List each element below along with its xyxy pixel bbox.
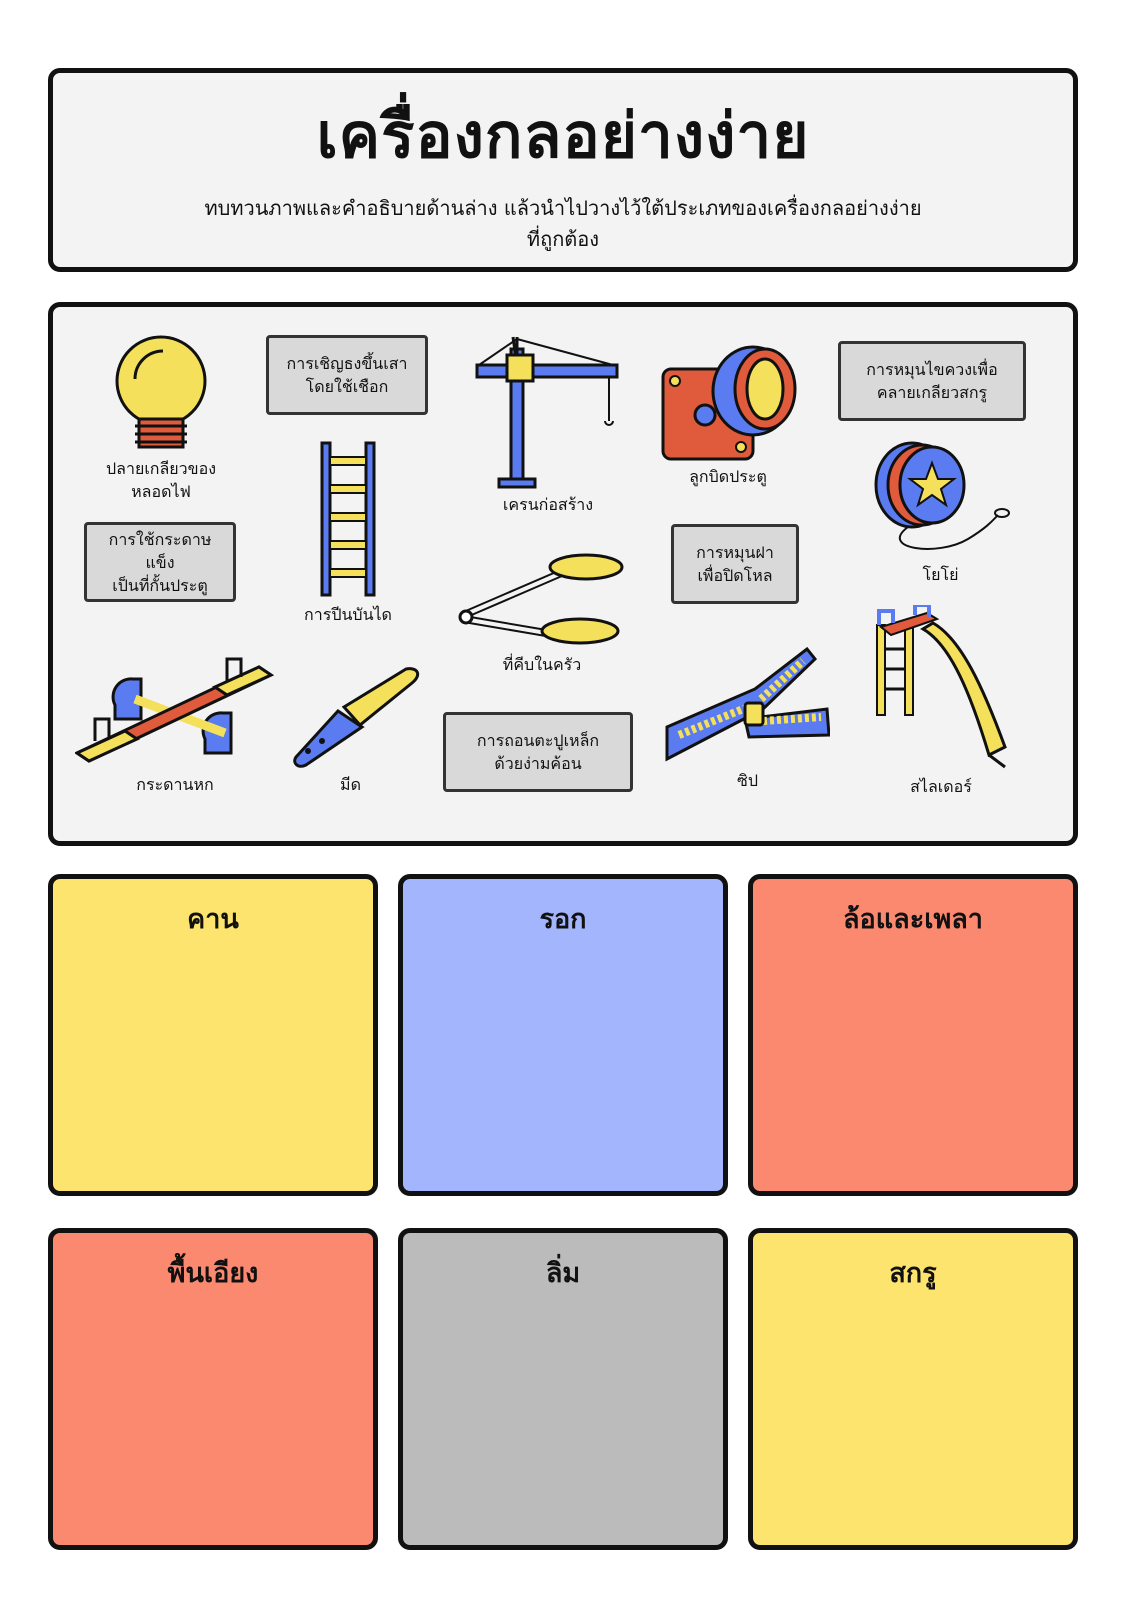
item-label: ที่คีบในครัว xyxy=(502,655,582,674)
header-panel: เครื่องกลอย่างง่าย ทบทวนภาพและคำอธิบายด้… xyxy=(48,68,1078,272)
ladder-icon xyxy=(320,441,376,597)
card-text: การถอนตะปูเหล็ก ด้วยง่ามค้อน xyxy=(476,731,600,773)
category-wheel-axle[interactable]: ล้อและเพลา xyxy=(748,874,1078,1196)
category-title: สกรู xyxy=(889,1258,937,1289)
items-panel: ปลายเกลียวของ หลอดไฟ การเชิญธงขึ้นเสา โด… xyxy=(48,302,1078,846)
category-title: ล้อและเพลา xyxy=(843,904,983,935)
tongs-icon xyxy=(458,553,624,645)
page-title: เครื่องกลอย่างง่าย xyxy=(316,99,810,172)
category-title: ลิ่ม xyxy=(545,1258,581,1289)
category-title: รอก xyxy=(539,904,587,935)
card-text: การเชิญธงขึ้นเสา โดยใช้เชือก xyxy=(286,354,408,396)
card-cardboard[interactable]: การใช้กระดาษแข็ง เป็นที่กั้นประตู xyxy=(84,522,236,602)
item-label: ปลายเกลียวของ หลอดไฟ xyxy=(106,459,216,501)
card-text: การหมุนไขควงเพื่อ คลายเกลียวสกรู xyxy=(866,360,998,402)
item-label: โยโย่ xyxy=(922,565,959,584)
item-crane[interactable]: เครนก่อสร้าง xyxy=(473,329,623,516)
item-label: ซิป xyxy=(736,771,758,790)
item-yoyo[interactable]: โยโย่ xyxy=(868,439,1013,586)
item-label: สไลเดอร์ xyxy=(910,777,972,796)
item-bulb[interactable]: ปลายเกลียวของ หลอดไฟ xyxy=(101,333,221,503)
item-label: มีด xyxy=(340,775,361,794)
doorknob-icon xyxy=(661,345,797,461)
item-seesaw[interactable]: กระดานหก xyxy=(75,629,275,796)
item-label: เครนก่อสร้าง xyxy=(502,495,594,514)
item-label: กระดานหก xyxy=(136,775,214,794)
card-flag[interactable]: การเชิญธงขึ้นเสา โดยใช้เชือก xyxy=(266,335,428,415)
category-title: พื้นเอียง xyxy=(167,1258,259,1289)
card-screwdriver[interactable]: การหมุนไขควงเพื่อ คลายเกลียวสกรู xyxy=(838,341,1026,421)
item-knife[interactable]: มีด xyxy=(278,665,423,796)
item-ladder[interactable]: การปีนบันได xyxy=(293,439,403,626)
card-text: การหมุนฝา เพื่อปิดโหล xyxy=(696,543,774,585)
category-title: คาน xyxy=(187,904,239,935)
item-tongs[interactable]: ที่คีบในครัว xyxy=(456,553,628,676)
zipper-icon xyxy=(665,647,830,762)
card-text: การใช้กระดาษแข็ง เป็นที่กั้นประตู xyxy=(108,529,212,595)
category-lever[interactable]: คาน xyxy=(48,874,378,1196)
item-slide[interactable]: สไลเดอร์ xyxy=(871,605,1011,798)
item-zipper[interactable]: ซิป xyxy=(665,647,830,792)
category-pulley[interactable]: รอก xyxy=(398,874,728,1196)
seesaw-icon xyxy=(75,657,275,763)
category-screw[interactable]: สกรู xyxy=(748,1228,1078,1550)
card-hammer[interactable]: การถอนตะปูเหล็ก ด้วยง่ามค้อน xyxy=(443,712,633,792)
item-doorknob[interactable]: ลูกบิดประตู xyxy=(653,341,803,488)
category-wedge[interactable]: ลิ่ม xyxy=(398,1228,728,1550)
page-instructions: ทบทวนภาพและคำอธิบายด้านล่าง แล้วนำไปวางไ… xyxy=(204,196,922,251)
crane-icon xyxy=(475,336,619,489)
card-jar[interactable]: การหมุนฝา เพื่อปิดโหล xyxy=(671,524,799,604)
light-bulb-icon xyxy=(115,335,207,449)
item-label: การปีนบันได xyxy=(304,605,392,624)
category-inclined-plane[interactable]: พื้นเอียง xyxy=(48,1228,378,1550)
yoyo-icon xyxy=(874,441,1010,550)
slide-icon xyxy=(876,605,1007,769)
knife-icon xyxy=(293,667,420,768)
item-label: ลูกบิดประตู xyxy=(689,467,767,486)
